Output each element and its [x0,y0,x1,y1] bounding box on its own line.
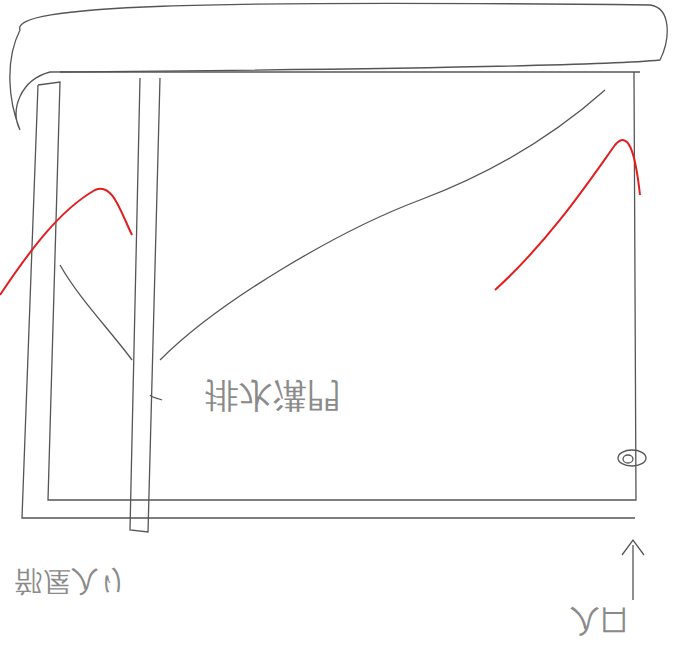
red-curve [495,140,640,290]
red-curve [0,189,132,295]
inner-wall [38,72,636,500]
place-label: 部屋入り [15,562,128,600]
pipe-mark [150,395,162,400]
outer-wall [22,85,635,518]
eye-pupil [623,455,633,463]
entry-arrow [622,540,644,600]
slope-line [60,90,605,360]
eye-symbol [618,450,646,466]
place-label: 入口 [570,600,630,641]
top-slab [10,3,667,130]
top-edge [60,71,640,72]
area-label: 排水溝門 [205,372,341,418]
vertical-pipe [130,78,160,532]
